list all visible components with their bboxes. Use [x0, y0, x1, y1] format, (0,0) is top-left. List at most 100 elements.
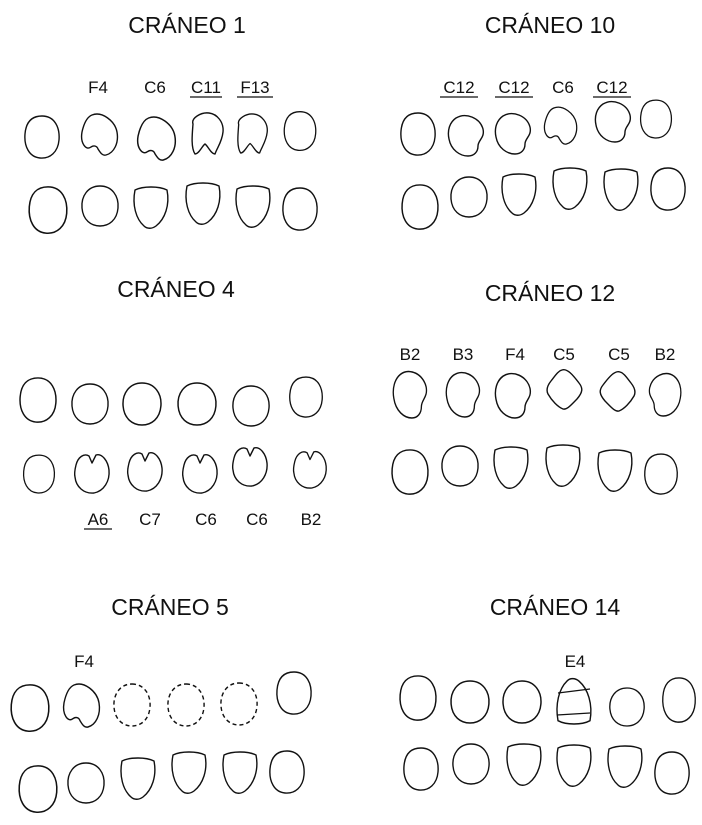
tooth: [64, 684, 100, 727]
tooth: [453, 744, 489, 784]
tooth: [233, 448, 268, 486]
missing-tooth: [168, 684, 204, 726]
fracture-line: [557, 713, 590, 715]
skull-12-label-5: C5: [608, 345, 630, 364]
skull-14: CRÁNEO 14 E4: [400, 594, 695, 794]
tooth: [24, 455, 55, 493]
skull-1-label-3: C11: [191, 78, 221, 97]
skull-12-title: CRÁNEO 12: [485, 280, 615, 306]
skull-5: CRÁNEO 5 F4: [11, 594, 311, 812]
skull-10: CRÁNEO 10 C12 C12 C6 C12: [401, 12, 685, 229]
tooth: [651, 168, 685, 210]
skull-10-label-1: C12: [443, 78, 474, 97]
skull-10-title: CRÁNEO 10: [485, 12, 615, 38]
tooth: [284, 112, 316, 151]
tooth: [238, 114, 267, 153]
skull-12-upper-row: [393, 370, 681, 418]
skull-4-label-5: B2: [301, 510, 322, 529]
tooth: [270, 751, 304, 793]
skull-12-label-2: B3: [453, 345, 474, 364]
tooth: [178, 383, 216, 425]
tooth: [598, 450, 632, 491]
tooth: [494, 447, 528, 488]
tooth: [172, 752, 206, 793]
tooth: [29, 187, 67, 233]
tooth: [544, 107, 576, 144]
skull-10-upper-row: [401, 100, 672, 156]
tooth: [442, 446, 478, 486]
tooth: [557, 745, 591, 786]
skull-10-label-3: C6: [552, 78, 574, 97]
tooth: [19, 766, 57, 812]
tooth: [546, 445, 580, 486]
skull-12-label-6: B2: [655, 345, 676, 364]
tooth: [128, 453, 163, 491]
tooth: [82, 186, 118, 226]
tooth: [507, 744, 541, 785]
tooth: [400, 676, 436, 720]
skull-4-label-3: C6: [195, 510, 217, 529]
tooth: [134, 187, 168, 228]
skull-12-lower-row: [392, 445, 677, 494]
tooth: [645, 454, 678, 494]
tooth: [502, 174, 536, 215]
skull-10-label-4: C12: [596, 78, 627, 97]
tooth: [655, 752, 689, 794]
tooth: [600, 372, 635, 411]
tooth: [283, 188, 317, 230]
skull-14-label-1: E4: [565, 652, 586, 671]
tooth: [610, 688, 644, 726]
skull-10-lower-row: [402, 168, 685, 229]
skull-5-lower-row: [19, 751, 304, 812]
tooth: [495, 114, 530, 154]
tooth: [402, 185, 438, 229]
skull-4-upper-row: [20, 377, 322, 426]
tooth: [72, 384, 108, 424]
fractured-tooth: [557, 679, 591, 724]
tooth: [404, 748, 438, 790]
missing-tooth: [114, 684, 150, 726]
skull-4-label-1: A6: [88, 510, 109, 529]
skull-12: CRÁNEO 12 B2 B3 F4 C5 C5 B2: [392, 280, 681, 494]
skull-1-upper-row: [25, 112, 316, 160]
skull-14-lower-row: [404, 744, 689, 794]
tooth: [25, 116, 59, 158]
skull-1-label-2: C6: [144, 78, 166, 97]
skull-5-label-1: F4: [74, 652, 94, 671]
tooth: [293, 452, 326, 488]
tooth: [183, 455, 218, 493]
tooth: [236, 186, 270, 227]
tooth: [290, 377, 323, 417]
tooth: [663, 678, 696, 722]
tooth: [138, 117, 176, 160]
tooth: [223, 752, 257, 793]
tooth: [68, 763, 104, 803]
tooth: [233, 386, 269, 426]
skull-14-upper-row: [400, 676, 695, 726]
tooth: [75, 455, 110, 493]
skull-4-title: CRÁNEO 4: [117, 276, 235, 302]
skull-1: CRÁNEO 1 F4 C6 C11 F13: [25, 12, 317, 233]
tooth: [192, 113, 223, 154]
skull-4-label-4: C6: [246, 510, 268, 529]
skull-5-upper-row: [11, 672, 311, 731]
tooth: [446, 373, 479, 417]
tooth: [608, 746, 642, 787]
skull-4: CRÁNEO 4 A6 C7 C6 C6 B2: [20, 276, 326, 529]
tooth: [604, 169, 638, 210]
missing-tooth: [221, 683, 257, 725]
tooth: [11, 685, 49, 731]
tooth: [495, 374, 530, 418]
tooth: [448, 116, 483, 156]
skull-14-title: CRÁNEO 14: [490, 594, 621, 620]
tooth: [20, 378, 56, 422]
tooth: [392, 450, 428, 494]
skull-12-label-1: B2: [400, 345, 421, 364]
skull-1-label-1: F4: [88, 78, 108, 97]
tooth: [649, 374, 680, 416]
tooth: [503, 681, 541, 723]
tooth: [553, 168, 587, 209]
skull-12-label-3: F4: [505, 345, 525, 364]
fracture-line: [558, 689, 590, 693]
